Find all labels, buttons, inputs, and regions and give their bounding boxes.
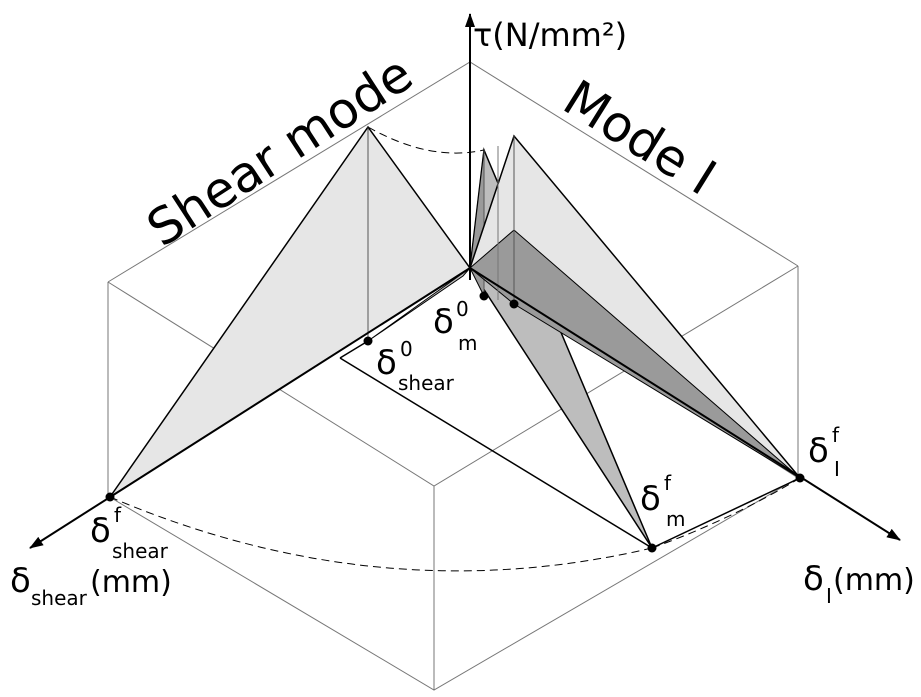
- sup-zero: 0: [456, 297, 469, 321]
- sup-zero: 0: [400, 337, 413, 361]
- tau-axis-label: τ(N/mm²): [473, 16, 627, 54]
- label-delta0-shear: δ 0 shear: [376, 337, 455, 395]
- unit-mm: (mm): [833, 563, 915, 598]
- label-deltaf-shear: δ f shear: [90, 503, 169, 563]
- point-deltaf-I: [795, 473, 805, 483]
- point-delta0-m: [479, 291, 489, 301]
- delta-shear-axis: [29, 267, 471, 549]
- delta-glyph: δ: [808, 431, 829, 471]
- label-deltaf-m: δ f m: [640, 471, 685, 531]
- mode-I-law: [469, 134, 801, 479]
- axes: [29, 13, 901, 549]
- points: [105, 291, 805, 553]
- label-delta0-m: δ 0 m: [433, 297, 477, 355]
- point-deltaf-m: [647, 543, 657, 553]
- sup-f: f: [832, 423, 840, 447]
- shear-mode-law: [109, 125, 472, 498]
- delta-glyph: δ: [803, 559, 824, 599]
- delta-glyph: δ: [433, 302, 454, 342]
- delta-shear-axis-label: δ shear (mm): [10, 561, 172, 610]
- dashed-arcs: [109, 126, 801, 572]
- delta-glyph: δ: [376, 343, 397, 383]
- point-delta0-shear: [363, 336, 373, 346]
- delta-I-axis-label: δ I (mm): [803, 559, 915, 608]
- delta-glyph: δ: [640, 479, 661, 519]
- floor-lines: [339, 340, 801, 549]
- point-deltaf-shear: [105, 492, 115, 502]
- sub-shear: shear: [31, 586, 88, 610]
- sub-shear: shear: [112, 539, 169, 563]
- sub-I: I: [826, 584, 832, 608]
- unit-mm: (mm): [90, 565, 172, 600]
- sub-m: m: [666, 507, 685, 531]
- delta-glyph: δ: [10, 561, 31, 601]
- point-delta0-I: [509, 299, 519, 309]
- label-deltaf-I: δ f I: [808, 423, 840, 481]
- delta-glyph: δ: [90, 511, 111, 551]
- delta-I-axis: [469, 267, 901, 541]
- sub-shear: shear: [398, 371, 455, 395]
- sub-I: I: [834, 457, 840, 481]
- mode-I-title: Mode I: [554, 69, 726, 207]
- sup-f: f: [664, 471, 672, 495]
- sub-m: m: [458, 331, 477, 355]
- sup-f: f: [114, 503, 122, 527]
